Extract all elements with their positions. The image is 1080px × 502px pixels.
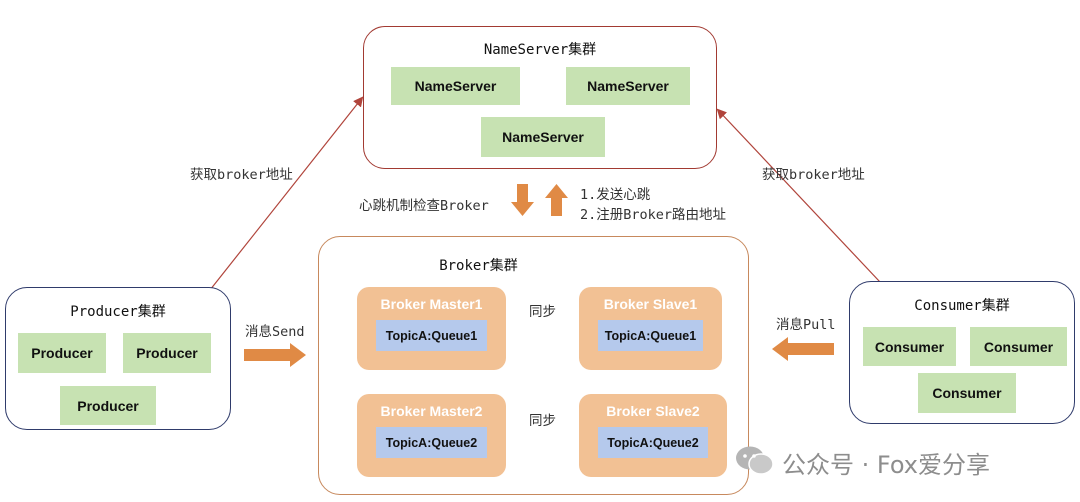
pull-arrow [772,337,834,361]
producer-get-address-label: 获取broker地址 [190,167,293,183]
consumer-node-1: Consumer [863,327,956,366]
producer-node-2: Producer [123,333,211,373]
producer-node-1: Producer [18,333,106,373]
producer-to-nameserver-line [209,96,364,291]
consumer-cluster-title: Consumer集群 [914,298,1010,314]
broker-cluster-title: Broker集群 [439,258,518,274]
producer-cluster: Producer集群 Producer Producer Producer [5,287,231,430]
sync-label-1: 同步 [529,304,556,320]
consumer-cluster: Consumer集群 Consumer Consumer Consumer [849,281,1075,424]
consumer-node-2: Consumer [970,327,1067,366]
nameserver-cluster-title: NameServer集群 [483,42,597,58]
producer-cluster-title: Producer集群 [70,304,166,320]
send-arrow [244,343,306,367]
consumer-to-nameserver-line [716,108,881,283]
pull-message-label: 消息Pull [776,317,836,333]
consumer-node-3: Consumer [918,373,1016,413]
send-heartbeat-label: 1.发送心跳 [580,187,651,203]
nameserver-node-1: NameServer [391,67,520,105]
heartbeat-check-label: 心跳机制检查Broker [359,198,489,214]
broker-master-1-queue: TopicA:Queue1 [376,320,487,351]
broker-slave-2-queue: TopicA:Queue2 [598,427,708,458]
heartbeat-up-arrow [545,184,568,216]
heartbeat-down-arrow [511,184,534,216]
producer-node-3: Producer [60,386,156,425]
broker-master-2: Broker Master2 TopicA:Queue2 [357,394,506,477]
watermark-text: 公众号 · Fox爱分享 [782,451,990,479]
register-route-label: 2.注册Broker路由地址 [580,207,727,223]
broker-master-2-queue: TopicA:Queue2 [376,427,487,458]
broker-master-1: Broker Master1 TopicA:Queue1 [357,287,506,370]
broker-slave-1: Broker Slave1 TopicA:Queue1 [579,287,722,370]
nameserver-node-2: NameServer [566,67,690,105]
broker-slave-2-name: Broker Slave2 [606,403,700,419]
consumer-get-address-label: 获取broker地址 [762,167,865,183]
broker-slave-1-name: Broker Slave1 [603,296,698,312]
sync-label-2: 同步 [529,413,556,429]
wechat-logo-icon [736,446,774,475]
broker-master-2-name: Broker Master2 [380,403,483,419]
broker-slave-1-queue: TopicA:Queue1 [598,320,703,351]
nameserver-node-3: NameServer [481,117,605,157]
nameserver-cluster: NameServer集群 NameServer NameServer NameS… [363,26,717,169]
broker-master-1-name: Broker Master1 [380,296,483,312]
send-message-label: 消息Send [245,324,305,340]
broker-slave-2: Broker Slave2 TopicA:Queue2 [579,394,727,477]
